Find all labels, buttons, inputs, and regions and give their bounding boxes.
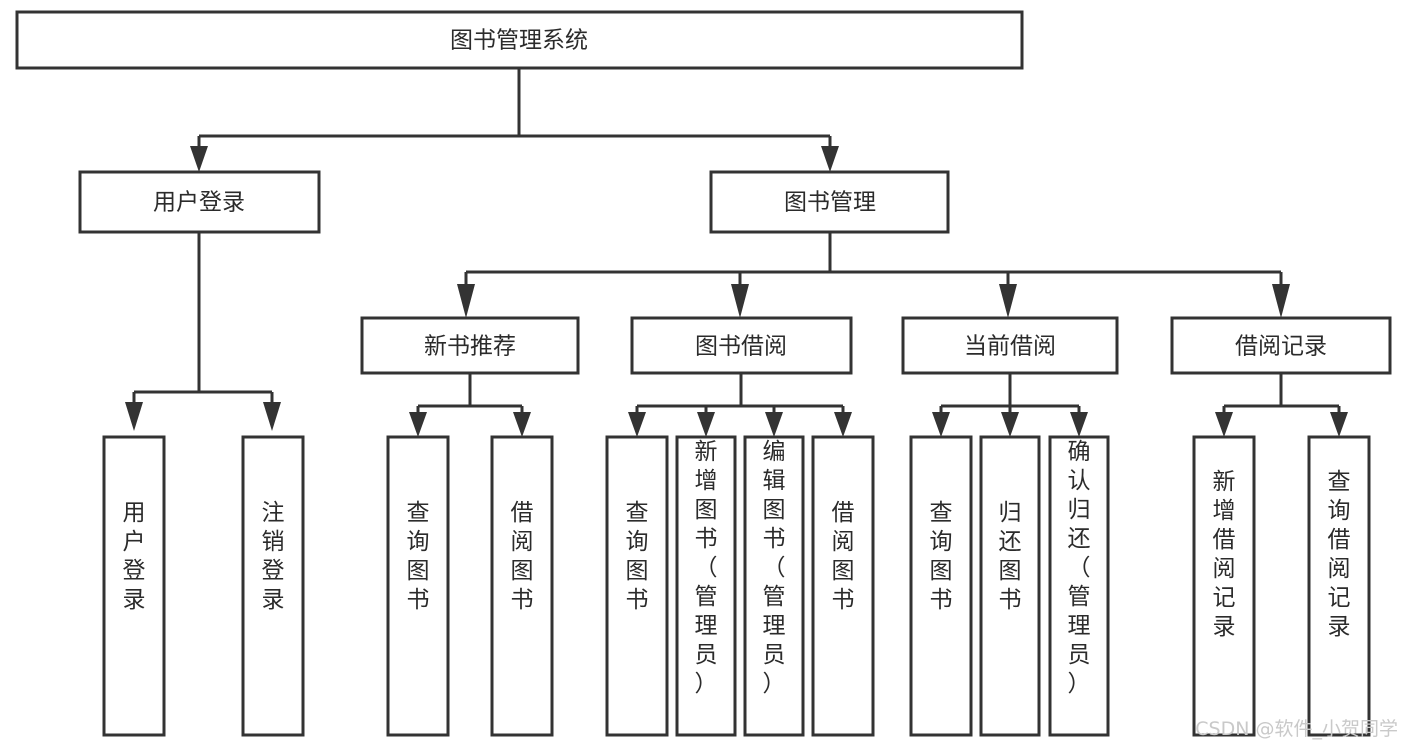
- node-leaf-borrow-book-2[interactable]: 借阅图书: [811, 435, 875, 737]
- arrow-head-leaf-edit-book: [765, 412, 783, 437]
- node-leaf-confirm-return-box[interactable]: [1048, 435, 1110, 737]
- node-borrow-record[interactable]: 借阅记录: [1170, 316, 1392, 375]
- arrow-head-current-borrow: [999, 284, 1017, 318]
- node-leaf-add-record-box[interactable]: [1192, 435, 1256, 737]
- node-new-book-recommend-box[interactable]: [360, 316, 580, 375]
- node-book-manage-label: 图书管理: [784, 190, 876, 216]
- arrow-head-leaf-confirm-return: [1070, 412, 1088, 437]
- node-root-box[interactable]: [15, 10, 1024, 70]
- node-leaf-query-book-1-box[interactable]: [386, 435, 450, 737]
- node-book-borrow-label: 图书借阅: [695, 334, 787, 360]
- node-root-label: 图书管理系统: [450, 28, 588, 54]
- arrow-head-new-book-recommend: [457, 284, 475, 318]
- node-current-borrow-label: 当前借阅: [964, 334, 1056, 360]
- node-root[interactable]: 图书管理系统: [15, 10, 1024, 70]
- node-user-login-box[interactable]: [78, 170, 321, 234]
- node-book-manage[interactable]: 图书管理: [709, 170, 950, 234]
- node-leaf-edit-book-box[interactable]: [743, 435, 805, 737]
- node-leaf-edit-book[interactable]: 编辑图书（管理员）: [743, 435, 805, 737]
- node-current-borrow-box[interactable]: [901, 316, 1119, 375]
- node-leaf-query-book-2-box[interactable]: [605, 435, 669, 737]
- node-new-book-recommend[interactable]: 新书推荐: [360, 316, 580, 375]
- arrow-head-leaf-return-book: [1001, 412, 1019, 437]
- node-leaf-query-book-1[interactable]: 查询图书: [386, 435, 450, 737]
- node-book-manage-box[interactable]: [709, 170, 950, 234]
- node-leaf-logout-login[interactable]: 注销登录: [241, 435, 305, 737]
- node-user-login[interactable]: 用户登录: [78, 170, 321, 234]
- node-leaf-confirm-return[interactable]: 确认归还（管理员）: [1048, 435, 1110, 737]
- node-leaf-confirm-return-label: 确认归还（管理员）: [1068, 439, 1091, 697]
- node-leaf-return-book[interactable]: 归还图书: [979, 435, 1041, 737]
- node-leaf-query-book-3-label: 查询图书: [930, 500, 953, 613]
- node-leaf-return-book-box[interactable]: [979, 435, 1041, 737]
- node-book-borrow[interactable]: 图书借阅: [630, 316, 853, 375]
- node-leaf-borrow-book-2-label: 借阅图书: [832, 500, 855, 613]
- node-leaf-user-login-label: 用户登录: [123, 500, 146, 613]
- node-borrow-record-box[interactable]: [1170, 316, 1392, 375]
- arrow-head-leaf-query-record: [1330, 412, 1348, 437]
- node-leaf-logout-login-box[interactable]: [241, 435, 305, 737]
- arrow-head-leaf-add-book: [697, 412, 715, 437]
- node-current-borrow[interactable]: 当前借阅: [901, 316, 1119, 375]
- node-leaf-borrow-book-1-label: 借阅图书: [511, 500, 534, 613]
- node-leaf-add-book-box[interactable]: [675, 435, 737, 737]
- node-user-login-label: 用户登录: [153, 190, 245, 216]
- node-leaf-add-record[interactable]: 新增借阅记录: [1192, 435, 1256, 737]
- arrow-head-leaf-logout-login: [263, 402, 281, 431]
- node-leaf-query-book-2-label: 查询图书: [626, 500, 649, 613]
- node-leaf-query-book-2[interactable]: 查询图书: [605, 435, 669, 737]
- node-leaf-edit-book-label: 编辑图书（管理员）: [763, 439, 786, 697]
- arrow-head-book-manage: [821, 146, 839, 172]
- arrow-head-borrow-record: [1272, 284, 1290, 318]
- arrow-head-book-borrow: [731, 284, 749, 318]
- node-leaf-return-book-label: 归还图书: [999, 500, 1022, 613]
- arrow-head-leaf-user-login: [125, 402, 143, 431]
- node-leaf-query-record-box[interactable]: [1307, 435, 1371, 737]
- connector-layer: [125, 68, 1348, 437]
- node-leaf-query-book-3[interactable]: 查询图书: [909, 435, 973, 737]
- node-leaf-borrow-book-1[interactable]: 借阅图书: [490, 435, 554, 737]
- node-borrow-record-label: 借阅记录: [1235, 334, 1327, 360]
- arrow-head-leaf-borrow-book-1: [513, 412, 531, 437]
- arrow-head-leaf-query-book-3: [932, 412, 950, 437]
- arrow-head-leaf-query-book-2: [628, 412, 646, 437]
- node-leaf-query-book-3-box[interactable]: [909, 435, 973, 737]
- node-book-borrow-box[interactable]: [630, 316, 853, 375]
- node-leaf-query-record[interactable]: 查询借阅记录: [1307, 435, 1371, 737]
- node-new-book-recommend-label: 新书推荐: [424, 334, 516, 360]
- node-leaf-user-login[interactable]: 用户登录: [102, 435, 166, 737]
- node-leaf-query-record-label: 查询借阅记录: [1328, 469, 1351, 640]
- arrow-head-leaf-borrow-book-2: [834, 412, 852, 437]
- node-leaf-add-book-label: 新增图书（管理员）: [695, 439, 718, 697]
- csdn-watermark: CSDN @软件_小贺同学: [1195, 718, 1398, 740]
- arrow-head-leaf-query-book-1: [409, 412, 427, 437]
- node-leaf-user-login-box[interactable]: [102, 435, 166, 737]
- node-leaf-query-book-1-label: 查询图书: [407, 500, 430, 613]
- node-leaf-add-record-label: 新增借阅记录: [1213, 469, 1236, 640]
- arrow-head-leaf-add-record: [1215, 412, 1233, 437]
- node-leaf-borrow-book-1-box[interactable]: [490, 435, 554, 737]
- node-leaf-add-book[interactable]: 新增图书（管理员）: [675, 435, 737, 737]
- node-leaf-borrow-book-2-box[interactable]: [811, 435, 875, 737]
- node-leaf-logout-login-label: 注销登录: [262, 500, 285, 613]
- arrow-head-user-login: [190, 146, 208, 172]
